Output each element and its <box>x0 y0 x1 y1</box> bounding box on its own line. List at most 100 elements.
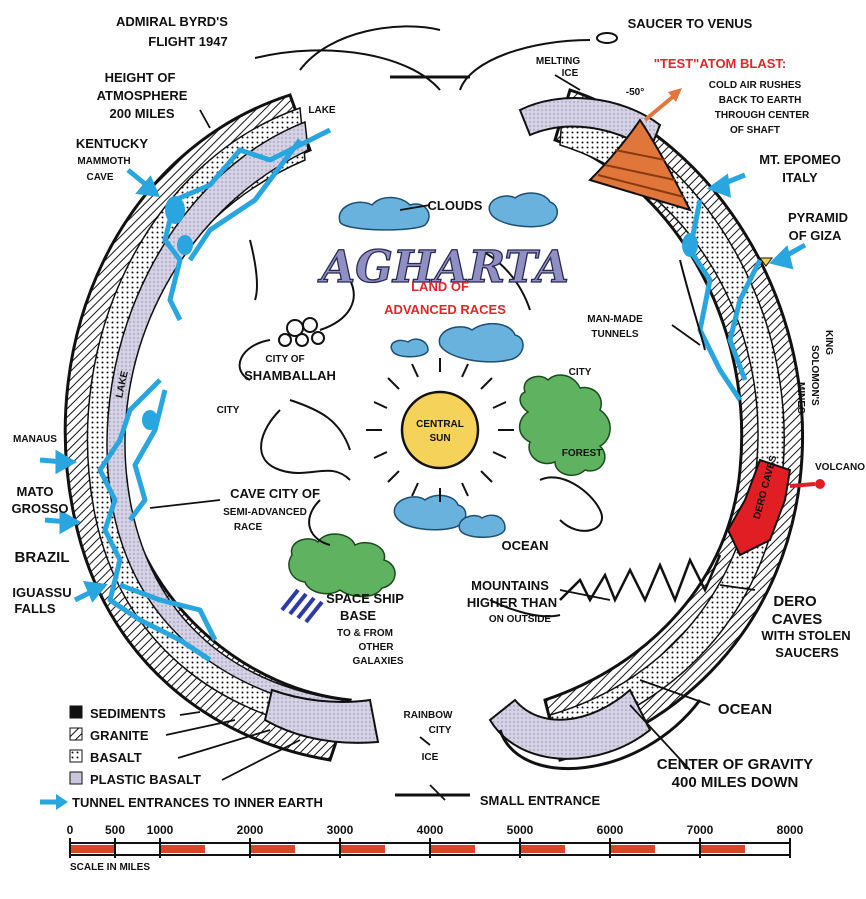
label-lake-top: LAKE <box>308 105 336 116</box>
central-sun <box>366 358 514 502</box>
inner-mountains <box>559 554 722 604</box>
scale-tick-label: 0 <box>67 823 74 837</box>
legend-swatch-granite <box>69 727 83 741</box>
label-kentucky-line3: CAVE <box>86 172 113 183</box>
label-byrd-line1: ADMIRAL BYRD'S <box>116 14 228 29</box>
legend: SEDIMENTS GRANITE BASALT PLASTIC BASALT … <box>40 705 323 810</box>
legend-label-tunnels: TUNNEL ENTRANCES TO INNER EARTH <box>72 795 323 810</box>
byrd-flight-path <box>299 25 441 71</box>
scale-tick-label: 7000 <box>687 823 714 837</box>
label-spaceship-line4: OTHER <box>359 642 395 653</box>
scale-segment <box>250 845 295 853</box>
scale-tick-label: 2000 <box>237 823 264 837</box>
left-crust <box>63 93 380 762</box>
label-atmosphere-line2: ATMOSPHERE <box>97 88 188 103</box>
label-kentucky-line2: MAMMOTH <box>77 156 130 167</box>
label-atmosphere-line3: 200 MILES <box>109 106 174 121</box>
legend-label-plastic-basalt: PLASTIC BASALT <box>90 772 201 787</box>
label-mountains-line3: ON OUTSIDE <box>489 614 552 625</box>
label-gravity-line1: CENTER OF GRAVITY <box>657 756 813 773</box>
label-atom-title: "TEST"ATOM BLAST: <box>654 56 786 71</box>
clouds <box>338 192 558 538</box>
subtitle-line1: LAND OF <box>411 279 469 294</box>
scale-tick-label: 3000 <box>327 823 354 837</box>
label-melting-line2: ICE <box>562 68 579 79</box>
scale-segment <box>340 845 385 853</box>
shamballah-city-icon <box>238 279 355 381</box>
atom-blast <box>588 88 692 212</box>
label-mountains-line2: HIGHER THAN <box>467 595 557 610</box>
rivers <box>249 239 706 618</box>
label-epomeo-line2: ITALY <box>782 170 818 185</box>
label-sun-line1: CENTRAL <box>416 419 464 430</box>
label-manaus: MANAUS <box>13 434 57 445</box>
scale-segment <box>520 845 565 853</box>
tunnel-blobs <box>142 196 698 430</box>
label-melting-line1: MELTING <box>536 56 580 67</box>
label-cave-city-line1: CAVE CITY OF <box>230 486 320 501</box>
label-solomon-line2: SOLOMON'S <box>809 345 820 406</box>
leader-lines <box>149 74 756 801</box>
label-atmosphere-line1: HEIGHT OF <box>105 70 176 85</box>
label-volcano: VOLCANO <box>815 462 865 473</box>
label-atom-line1: COLD AIR RUSHES <box>709 80 802 91</box>
label-dero-line3: WITH STOLEN <box>761 628 850 643</box>
scale-segment <box>700 845 745 853</box>
label-tunnels-line2: TUNNELS <box>591 329 639 340</box>
label-shamballah-line2: SHAMBALLAH <box>244 368 336 383</box>
entrance-arrows <box>39 168 807 603</box>
label-mato-line1: MATO <box>16 484 53 499</box>
label-brazil: BRAZIL <box>15 549 70 566</box>
label-byrd-line2: FLIGHT 1947 <box>148 34 227 49</box>
forests <box>288 374 611 598</box>
label-cave-city-line2: SEMI-ADVANCED <box>223 507 307 518</box>
label-atom-line3: THROUGH CENTER <box>715 110 810 121</box>
label-degrees: -50° <box>626 87 644 98</box>
label-spaceship-line2: BASE <box>340 608 376 623</box>
label-city-left: CITY <box>217 405 240 416</box>
label-iguassu-line2: FALLS <box>14 601 55 616</box>
label-mato-line2: GROSSO <box>11 501 68 516</box>
scale-label: SCALE IN MILES <box>70 862 150 873</box>
title-agharta: AGHARTA <box>317 242 569 293</box>
scale-segment <box>70 845 115 853</box>
legend-label-granite: GRANITE <box>90 728 149 743</box>
legend-label-basalt: BASALT <box>90 750 142 765</box>
label-gravity-line2: 400 MILES DOWN <box>672 774 799 791</box>
label-ocean-outer: OCEAN <box>718 701 772 718</box>
label-mountains-line1: MOUNTAINS <box>471 578 549 593</box>
label-solomon-line1: KING <box>823 330 834 355</box>
scale-tick-label: 6000 <box>597 823 624 837</box>
label-giza-line2: OF GIZA <box>789 228 842 243</box>
subtitle-line2: ADVANCED RACES <box>384 302 506 317</box>
pyramid-icon <box>759 257 773 267</box>
scale-segment <box>430 845 475 853</box>
scale-tick-label: 5000 <box>507 823 534 837</box>
scale-tick-label: 4000 <box>417 823 444 837</box>
label-clouds: CLOUDS <box>428 198 483 213</box>
label-spaceship-line1: SPACE SHIP <box>326 591 404 606</box>
label-saucer-to-venus: SAUCER TO VENUS <box>628 16 753 31</box>
label-tunnels-line1: MAN-MADE <box>587 314 643 325</box>
label-epomeo-line1: MT. EPOMEO <box>759 152 841 167</box>
label-rainbow-line1: RAINBOW <box>404 710 453 721</box>
label-shamballah-line1: CITY OF <box>265 354 304 365</box>
scale-segment <box>610 845 655 853</box>
legend-label-sediments: SEDIMENTS <box>90 706 166 721</box>
scale-tick-label: 8000 <box>777 823 804 837</box>
label-giza-line1: PYRAMID <box>788 210 848 225</box>
label-rainbow-line2: CITY <box>429 725 452 736</box>
label-cave-city-line3: RACE <box>234 522 263 533</box>
tunnels <box>97 127 763 663</box>
saucer-icon <box>596 32 618 44</box>
label-small-entrance: SMALL ENTRANCE <box>480 793 601 808</box>
label-iguassu-line1: IGUASSU <box>12 585 71 600</box>
legend-swatch-basalt <box>69 749 83 763</box>
label-atom-line2: BACK TO EARTH <box>719 95 802 106</box>
label-atom-line4: OF SHAFT <box>730 125 780 136</box>
label-spaceship-line5: GALAXIES <box>352 656 403 667</box>
label-solomon-line3: MINES <box>795 382 806 414</box>
label-dero-line4: SAUCERS <box>775 645 839 660</box>
